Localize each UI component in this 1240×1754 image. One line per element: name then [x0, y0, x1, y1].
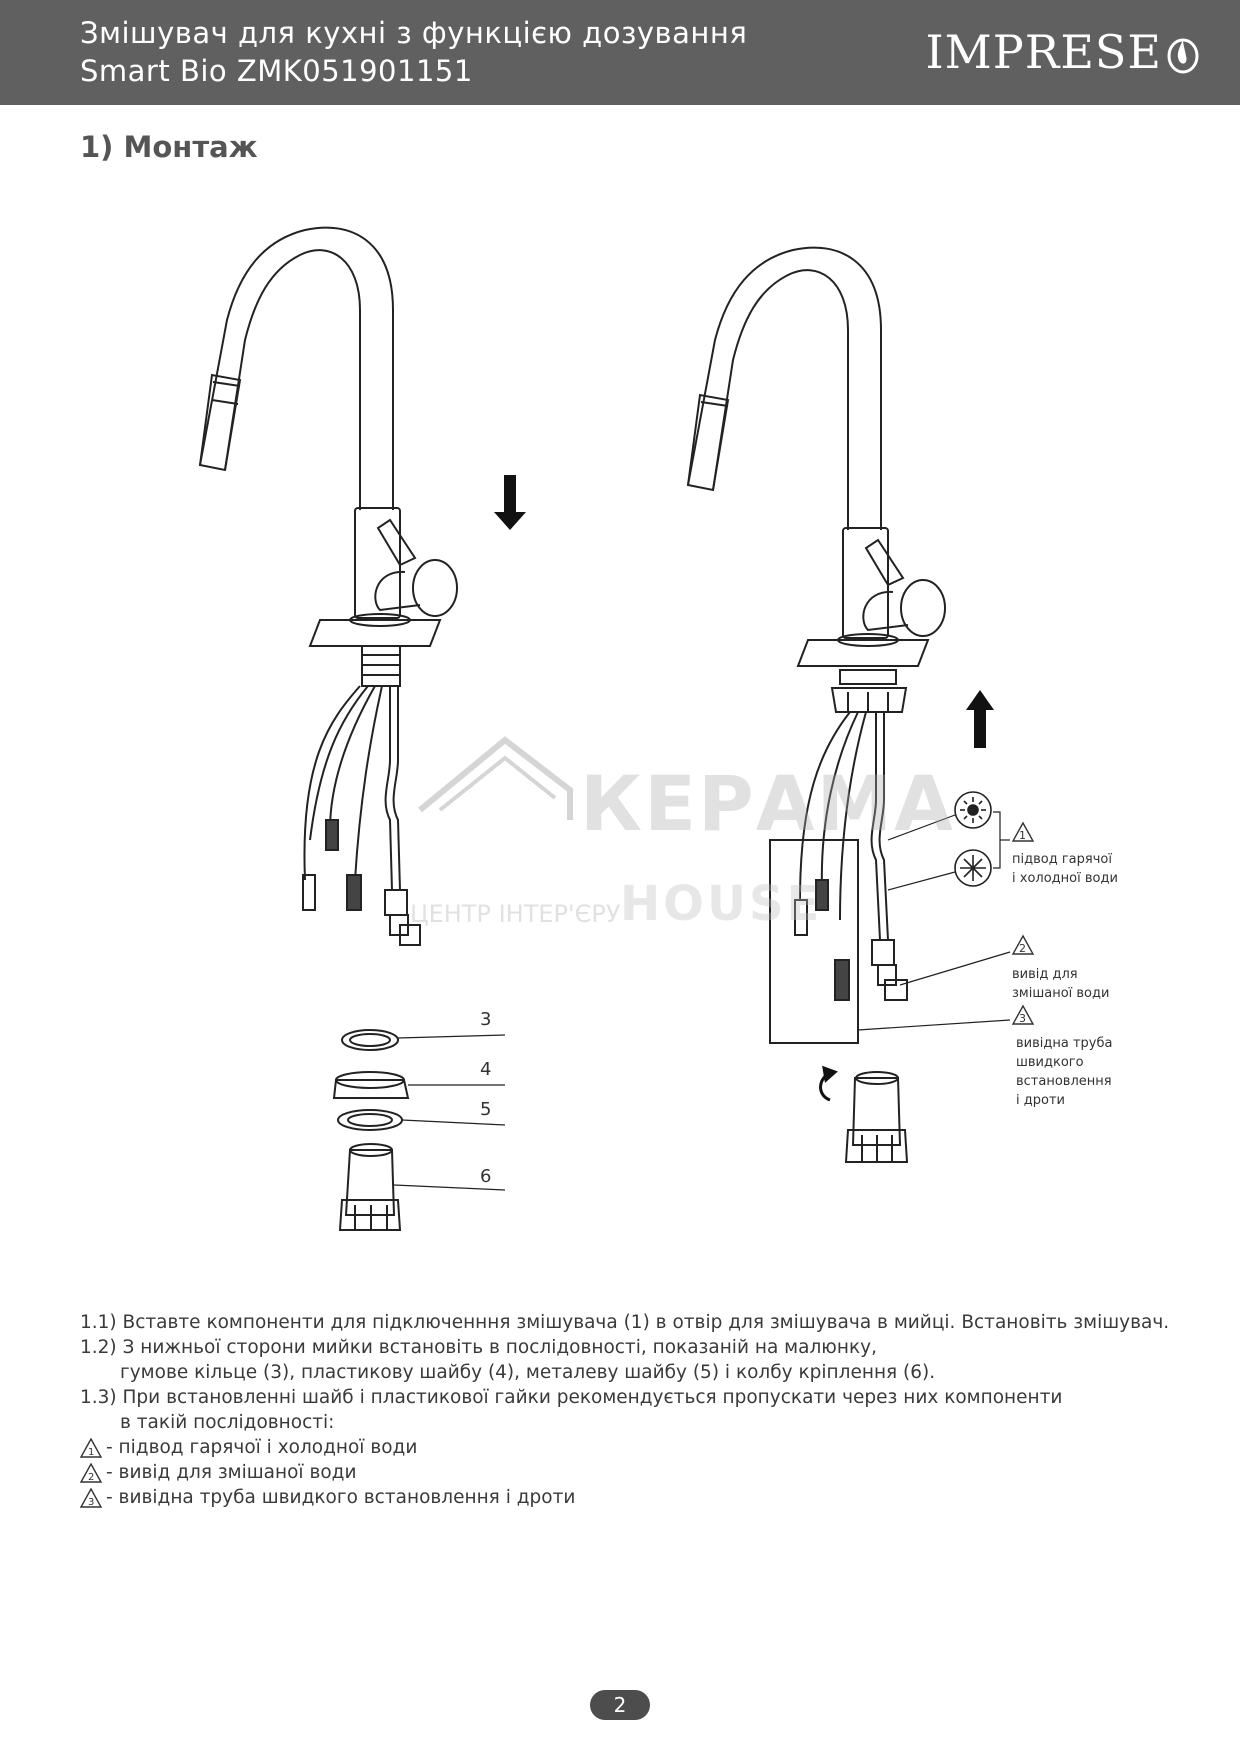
- step-2-line1: 1.2) З нижньої сторони мийки встановіть …: [80, 1337, 877, 1358]
- legend-line-1-num: 1: [88, 1447, 94, 1458]
- legend-line-3: 3 - вивідна труба швидкого встановлення …: [80, 1485, 1200, 1510]
- callout-3: 3: [480, 1009, 491, 1030]
- arrow-down-icon: [494, 475, 526, 530]
- mounting-flask: [344, 1149, 396, 1216]
- legend-num-2: 2: [1019, 942, 1026, 955]
- legend-line-3-text: - вивідна труба швидкого встановлення і …: [106, 1487, 576, 1508]
- legend-1-line1: підвод гарячої: [1012, 852, 1112, 867]
- legend-2-line1: вивід для: [1012, 967, 1078, 982]
- legend-line-2-num: 2: [88, 1472, 94, 1483]
- watermark: КЕРАМА HOUSE ЦЕНТР ІНТЕР'ЄРУ: [410, 736, 955, 932]
- step-3-line2: в такій послідовності:: [120, 1412, 335, 1433]
- brand-logo-text: IMPRESE: [925, 25, 1162, 79]
- legend-num-3: 3: [1019, 1012, 1026, 1025]
- warning-triangle-icon: 3: [80, 1487, 102, 1508]
- rubber-ring: [341, 1029, 399, 1051]
- legend-num-1: 1: [1019, 829, 1026, 842]
- legend-line-2-text: - вивід для змішаної води: [106, 1462, 357, 1483]
- snowflake-icon: [954, 849, 992, 887]
- watermark-sub: ЦЕНТР ІНТЕР'ЄРУ: [410, 900, 621, 928]
- legend-3-line4: і дроти: [1016, 1093, 1065, 1108]
- installation-diagram: 3 4 5 6: [198, 226, 1118, 1231]
- callout-4: 4: [480, 1059, 491, 1080]
- legend-1-line2: і холодної води: [1012, 871, 1118, 886]
- legend-line-3-num: 3: [88, 1497, 94, 1508]
- warning-triangle-icon: 1: [80, 1437, 102, 1458]
- step-1: 1.1) Вставте компоненти для підключенння…: [80, 1312, 1170, 1333]
- page-number: 2: [590, 1690, 650, 1720]
- legend-line-1-text: - підвод гарячої і холодної води: [106, 1437, 418, 1458]
- legend-leaders: [857, 811, 1011, 1031]
- legend-line-2: 2 - вивід для змішаної води: [80, 1460, 1200, 1485]
- legend-3-line3: встановлення: [1016, 1074, 1112, 1089]
- arrow-up-icon: [966, 690, 994, 748]
- callout-leaders: [393, 1034, 506, 1191]
- product-model: Smart Bio ZMK051901151: [80, 54, 473, 88]
- legend-3-line1: вивідна труба: [1016, 1036, 1112, 1051]
- right-faucet-drawing: [686, 246, 946, 1044]
- callout-5: 5: [480, 1099, 491, 1120]
- plastic-washer: [332, 1079, 410, 1099]
- installation-instructions: 1.1) Вставте компоненти для підключенння…: [80, 1310, 1200, 1510]
- watermark-brand: КЕРАМА: [580, 759, 955, 848]
- right-mounting-flask: [844, 1071, 909, 1163]
- step-2-line2: гумове кільце (3), пластикову шайбу (4),…: [120, 1362, 936, 1383]
- left-faucet-drawing: [198, 226, 458, 946]
- page-header: Змішувач для кухні з функцією дозування …: [0, 0, 1240, 105]
- brand-logo: IMPRESE: [925, 22, 1200, 82]
- section-title: 1) Монтаж: [80, 130, 258, 164]
- mounting-parts: [332, 1029, 410, 1231]
- watermark-house: HOUSE: [620, 876, 822, 932]
- step-3-line1: 1.3) При встановленні шайб і пластикової…: [80, 1387, 1063, 1408]
- water-drop-icon: [1167, 38, 1199, 74]
- legend-3-line2: швидкого: [1016, 1055, 1084, 1070]
- legend-2-line2: змішаної води: [1012, 986, 1109, 1001]
- sun-icon: [954, 791, 992, 829]
- legend-line-1: 1 - підвод гарячої і холодної води: [80, 1435, 1200, 1460]
- warning-triangle-icon: 2: [80, 1462, 102, 1483]
- rotate-arrow-icon: [819, 1065, 838, 1102]
- document-title: Змішувач для кухні з функцією дозування: [80, 16, 748, 50]
- callout-6: 6: [480, 1166, 491, 1187]
